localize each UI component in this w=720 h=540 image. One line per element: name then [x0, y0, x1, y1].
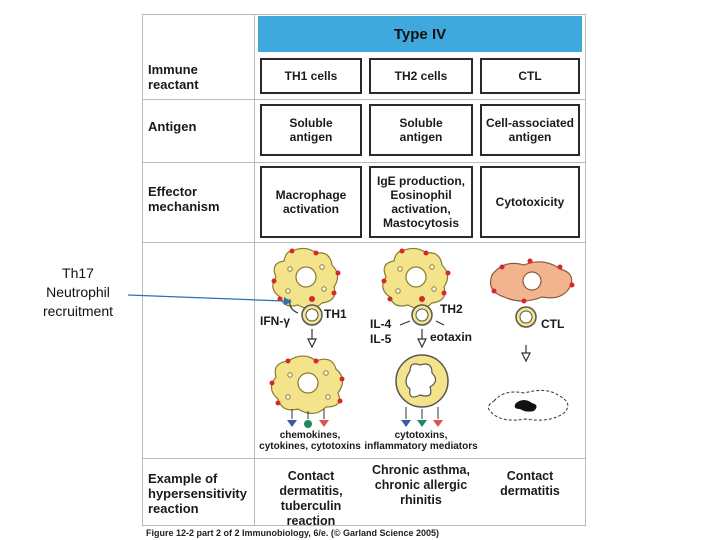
- th2-cell: [411, 304, 433, 326]
- antigen-ctl: Cell-associated antigen: [480, 104, 580, 156]
- th2-cytokine-arrows: [399, 320, 445, 326]
- figure-caption: Figure 12-2 part 2 of 2 Immunobiology, 6…: [146, 528, 440, 538]
- th1-macrophage-activated: [269, 355, 345, 415]
- row-divider: [142, 458, 586, 459]
- table-title: Type IV: [258, 16, 582, 52]
- ifn-arrow: [289, 298, 299, 314]
- reactant-th1: TH1 cells: [260, 58, 362, 94]
- annotation-line-2: Neutrophil: [46, 284, 110, 300]
- reactant-ctl: CTL: [480, 58, 580, 94]
- effector-th1: Macrophage activation: [260, 166, 362, 238]
- row-label-reactant: Immune reactant: [148, 62, 199, 92]
- row-label-antigen: Antigen: [148, 119, 197, 134]
- row-label-effector: Effector mechanism: [148, 184, 220, 214]
- example-th2: Chronic asthma, chronic allergic rhiniti…: [372, 463, 470, 507]
- th1-cell: [301, 304, 323, 326]
- down-arrow-icon: [521, 345, 531, 363]
- th1-products-caption: chemokines, cytokines, cytotoxins: [259, 430, 361, 452]
- table-frame: [142, 14, 586, 526]
- th2-macrophage-top: [381, 247, 451, 310]
- illustration-panel: [269, 247, 575, 428]
- effector-th2: IgE production, Eosinophil activation, M…: [369, 166, 473, 238]
- annotation-line-1: Th17: [62, 265, 94, 281]
- row-label-example: Example of hypersensitivity reaction: [148, 471, 247, 516]
- example-th1: Contact dermatitis, tuberculin reaction: [279, 469, 343, 528]
- down-arrow-icon: [307, 329, 317, 349]
- antigen-th1: Soluble antigen: [260, 104, 362, 156]
- th2-secretion-arrows: [401, 407, 443, 427]
- row-divider: [142, 162, 586, 163]
- annotation-line-3: recruitment: [42, 303, 114, 319]
- label-column-divider: [254, 14, 255, 526]
- dead-target-cell: [488, 389, 569, 421]
- eotaxin-label: eotaxin: [430, 330, 473, 344]
- example-ctl: Contact dermatitis: [500, 469, 560, 498]
- il4-label: IL-4: [370, 317, 392, 331]
- th2-products-caption: cytotoxins, inflammatory mediators: [364, 430, 478, 452]
- annotation-th17: Th17 Neutrophil recruitment: [18, 264, 138, 321]
- down-arrow-icon: [417, 329, 427, 349]
- ctl-cell: [515, 306, 537, 328]
- antigen-th2: Soluble antigen: [369, 104, 473, 156]
- row-divider: [142, 99, 586, 100]
- effector-ctl: Cytotoxicity: [480, 166, 580, 238]
- ctl-label: CTL: [541, 317, 565, 331]
- eosinophil: [395, 354, 449, 408]
- ifn-gamma-label: IFN-γ: [260, 314, 290, 328]
- row-divider: [142, 242, 586, 243]
- target-cell: [489, 258, 575, 304]
- th2-label: TH2: [440, 302, 463, 316]
- il5-label: IL-5: [370, 332, 392, 346]
- th1-secretion-arrows: [287, 409, 329, 428]
- reactant-th2: TH2 cells: [369, 58, 473, 94]
- th1-label: TH1: [324, 307, 347, 321]
